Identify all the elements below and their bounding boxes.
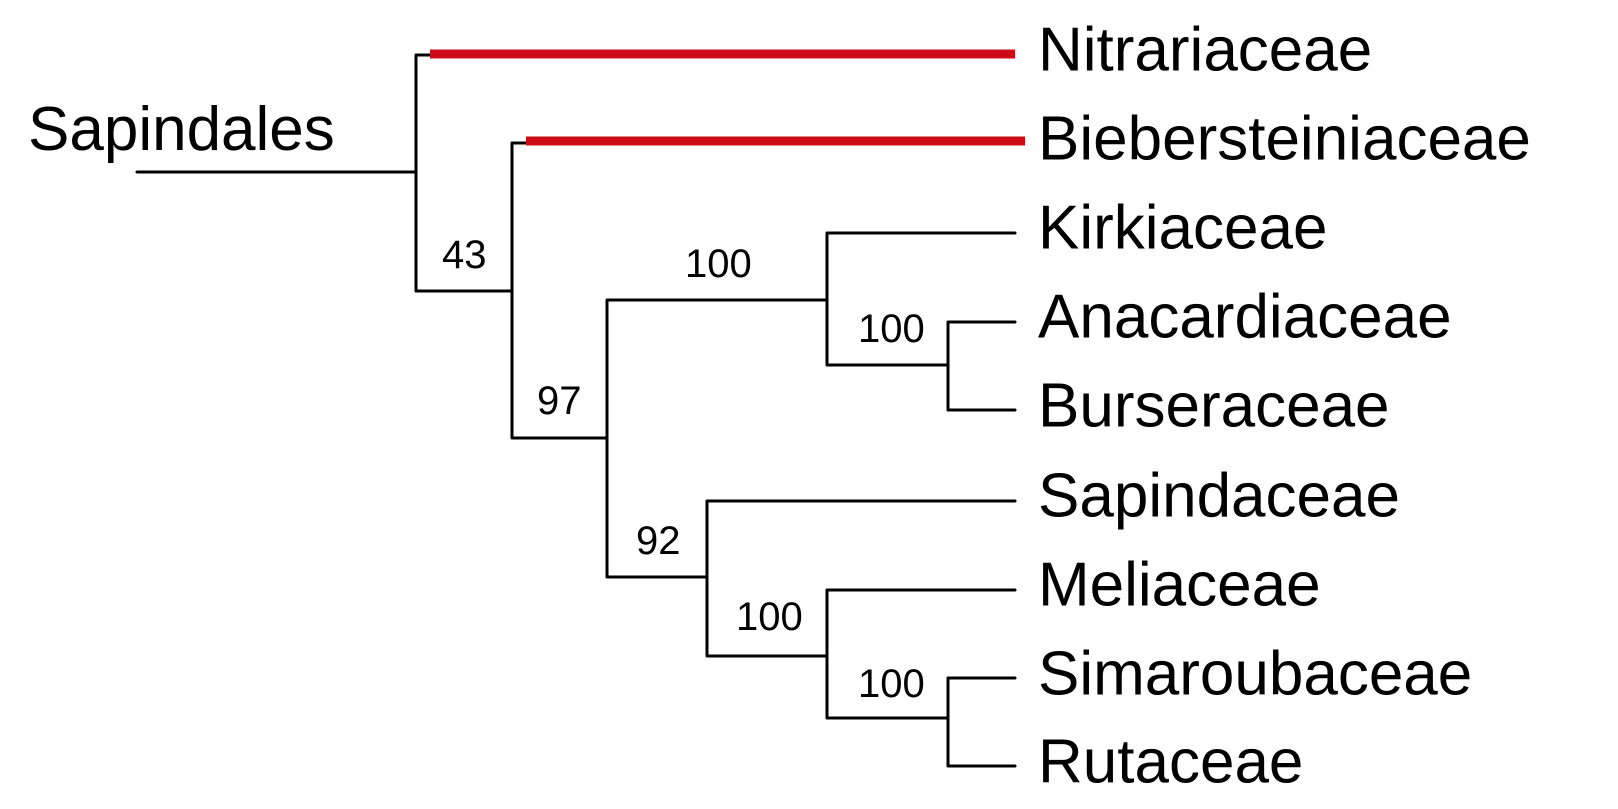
taxon-label-rutaceae: Rutaceae xyxy=(1038,727,1303,796)
node-g-connector xyxy=(825,588,843,720)
support-value-d: 100 xyxy=(685,242,752,286)
taxon-label-burseraceae: Burseraceae xyxy=(1038,371,1390,440)
taxon-label-sapindaceae: Sapindaceae xyxy=(1038,461,1400,530)
node-e-connector xyxy=(946,320,964,412)
node-43-connector xyxy=(510,141,528,440)
support-value-g: 100 xyxy=(736,595,803,639)
node-d-connector xyxy=(825,231,843,367)
taxon-label-biebersteiniaceae: Biebersteiniaceae xyxy=(1038,104,1531,173)
support-value-92: 92 xyxy=(636,519,681,563)
taxon-label-meliaceae: Meliaceae xyxy=(1038,550,1321,619)
support-value-e: 100 xyxy=(858,307,925,351)
node-h-connector xyxy=(946,676,964,768)
root-label: Sapindales xyxy=(28,95,335,164)
taxon-label-kirkiaceae: Kirkiaceae xyxy=(1038,193,1327,262)
taxon-label-simaroubaceae: Simaroubaceae xyxy=(1038,639,1472,708)
taxon-label-nitrariaceae: Nitrariaceae xyxy=(1038,15,1372,84)
support-value-97: 97 xyxy=(537,379,582,423)
taxon-label-anacardiaceae: Anacardiaceae xyxy=(1038,282,1452,351)
node-root-connector xyxy=(414,53,432,293)
support-value-h: 100 xyxy=(858,662,925,706)
node-97-connector xyxy=(605,298,623,579)
node-92-connector xyxy=(705,499,723,658)
support-value-43: 43 xyxy=(442,233,487,277)
